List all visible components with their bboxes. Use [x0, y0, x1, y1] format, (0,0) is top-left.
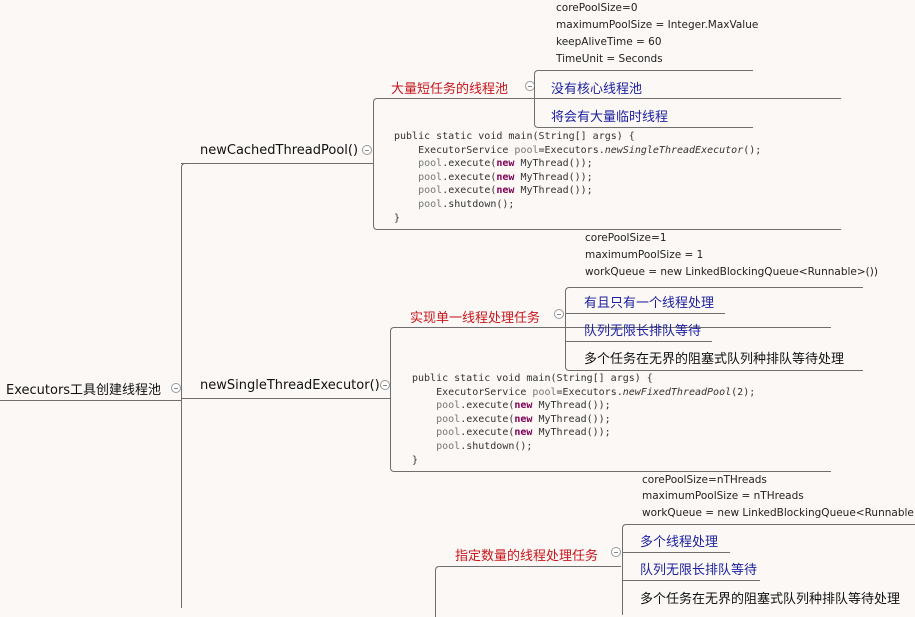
- connector: [534, 98, 655, 99]
- connector: [622, 552, 730, 553]
- param-note: corePoolSize=0: [556, 2, 638, 14]
- code-box-bracket: [390, 327, 831, 472]
- connector: [565, 313, 725, 314]
- connector: [181, 163, 192, 608]
- desc-label[interactable]: 指定数量的线程处理任务: [455, 549, 599, 564]
- param-note: maximumPoolSize = Integer.MaxValue: [556, 19, 759, 31]
- point[interactable]: 多个任务在无界的阻塞式队列种排队等待处理: [640, 592, 901, 607]
- param-note: TimeUnit = Seconds: [556, 53, 663, 65]
- desc-label[interactable]: 大量短任务的线程池: [391, 82, 509, 97]
- collapse-icon[interactable]: [611, 547, 621, 557]
- connector: [622, 580, 760, 581]
- collapse-icon[interactable]: [380, 380, 390, 390]
- point[interactable]: 多个任务在无界的阻塞式队列种排队等待处理: [584, 352, 845, 367]
- point[interactable]: 队列无限长排队等待: [640, 563, 758, 578]
- param-note: keepAliveTime = 60: [556, 36, 662, 48]
- collapse-icon[interactable]: [554, 309, 564, 319]
- param-note: corePoolSize=nTHreads: [642, 474, 767, 486]
- connector: [0, 400, 181, 401]
- param-note: workQueue = new LinkedBlockingQueue<Runn…: [642, 507, 915, 519]
- param-note: workQueue = new LinkedBlockingQueue<Runn…: [585, 266, 878, 278]
- point[interactable]: 队列无限长排队等待: [584, 324, 702, 339]
- topic-new-cached-thread-pool[interactable]: newCachedThreadPool(): [200, 143, 359, 158]
- connector: [181, 398, 390, 399]
- connector: [565, 287, 863, 371]
- point[interactable]: 有且只有一个线程处理: [584, 296, 715, 311]
- code-box-bracket: [435, 566, 621, 617]
- connector: [565, 341, 712, 342]
- point[interactable]: 多个线程处理: [640, 535, 719, 550]
- param-note: maximumPoolSize = nTHreads: [642, 490, 804, 502]
- collapse-icon[interactable]: [362, 145, 372, 155]
- param-note: maximumPoolSize = 1: [585, 249, 704, 261]
- connector: [622, 524, 915, 615]
- param-note: corePoolSize=1: [585, 232, 667, 244]
- point[interactable]: 没有核心线程池: [551, 82, 643, 97]
- code-snippet: public static void main(String[] args) {…: [394, 131, 762, 224]
- point[interactable]: 将会有大量临时线程: [551, 110, 669, 125]
- topic-new-single-thread-executor[interactable]: newSingleThreadExecutor(): [200, 378, 380, 393]
- desc-label[interactable]: 实现单一线程处理任务: [410, 311, 541, 326]
- connector: [181, 163, 373, 164]
- connector: [534, 70, 753, 128]
- root-topic[interactable]: Executors工具创建线程池: [6, 383, 162, 398]
- code-snippet: public static void main(String[] args) {…: [412, 373, 756, 466]
- collapse-icon[interactable]: [171, 383, 181, 393]
